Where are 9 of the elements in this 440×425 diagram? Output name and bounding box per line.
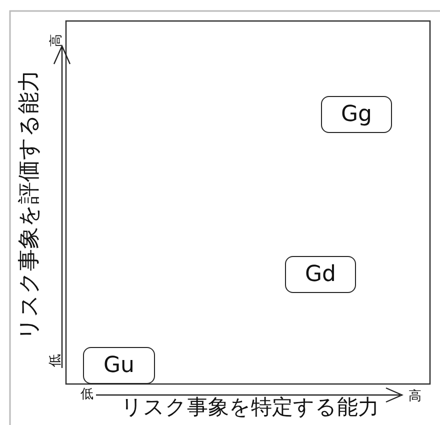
group-label-box: Gd xyxy=(285,256,356,293)
axis-high-label: 高 xyxy=(408,390,422,402)
axis-high-label: 高 xyxy=(50,34,62,46)
group-label-box: Gu xyxy=(83,347,155,384)
y-axis-title: リスク事象を評価する能力 xyxy=(19,70,41,340)
axis-low-label: 低 xyxy=(48,354,62,366)
axis-low-label: 低 xyxy=(80,388,94,400)
group-label-box: Gg xyxy=(321,96,392,133)
x-axis-title: リスク事象を特定する能力 xyxy=(121,396,379,418)
